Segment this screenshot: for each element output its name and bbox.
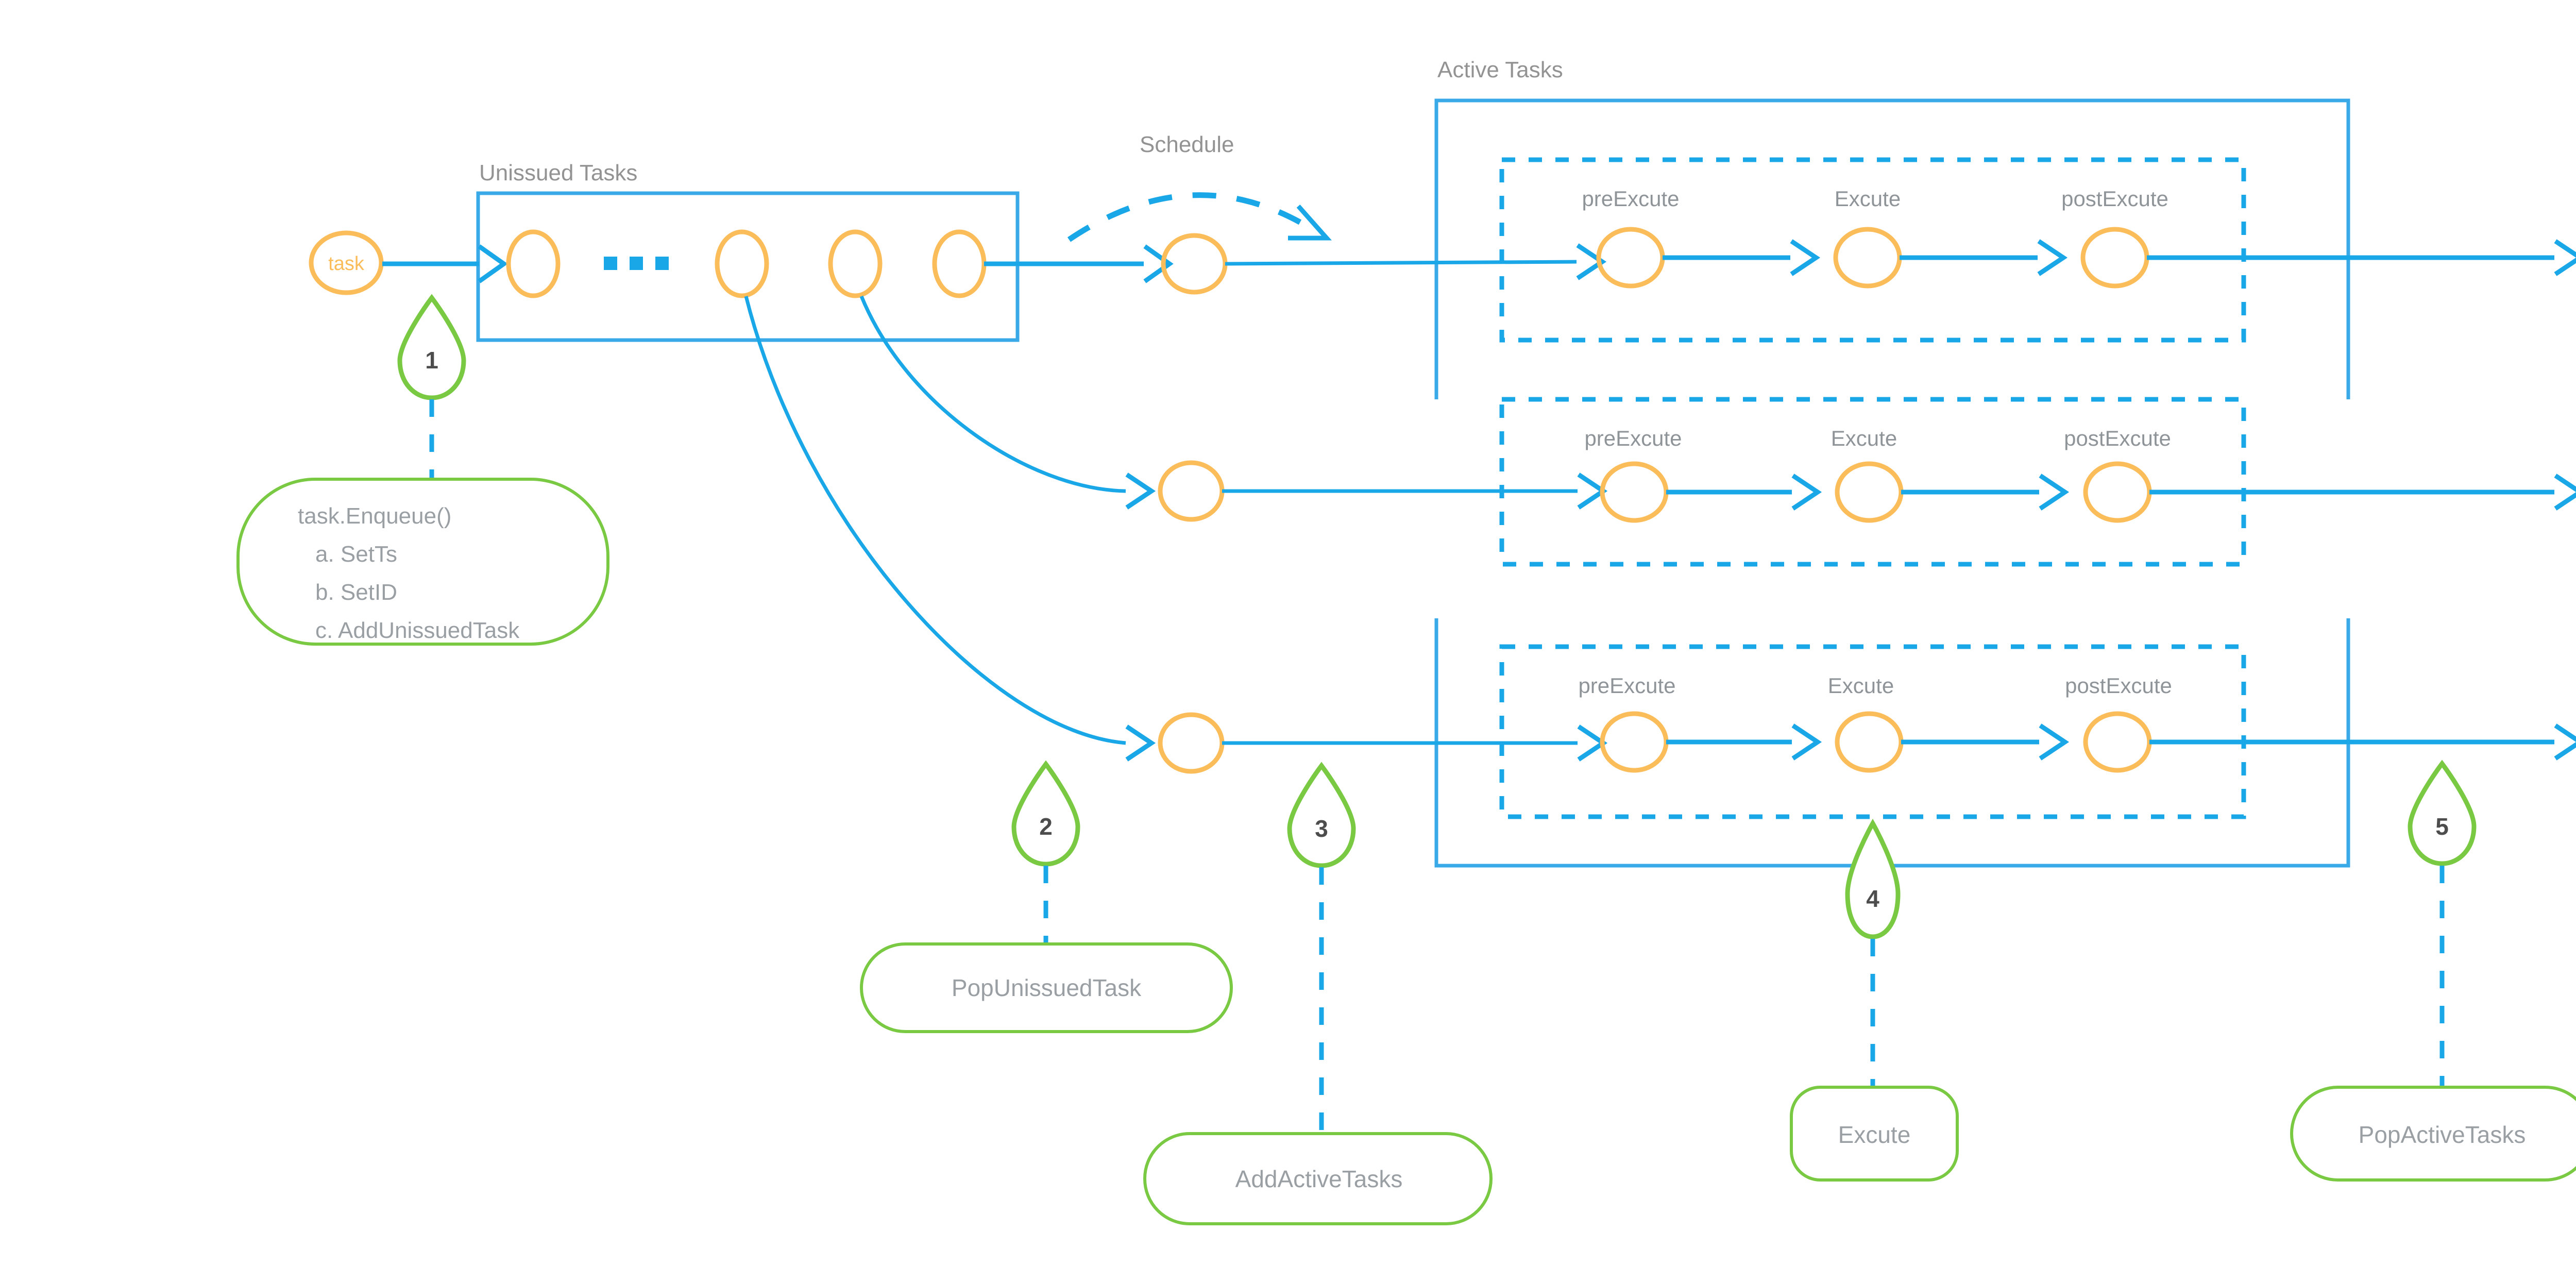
callout-box-excute[interactable] <box>1790 1086 1959 1182</box>
marker-3-number: 3 <box>1315 815 1328 842</box>
unissued-task-node[interactable] <box>828 229 883 298</box>
callout-enqueue-line-1: a. SetTs <box>315 542 397 567</box>
stage-label-exec-row1: Excute <box>1835 187 1901 211</box>
active-task-dashbox-row2 <box>1499 397 2246 567</box>
unissued-task-node[interactable] <box>506 229 561 298</box>
stage-label-exec-row3: Excute <box>1828 673 1894 698</box>
marker-1-number: 1 <box>425 347 438 374</box>
marker-2-droplet[interactable] <box>1011 760 1080 867</box>
callout-box-add-active[interactable] <box>1143 1132 1493 1225</box>
callout-enqueue-line-0: task.Enqueue() <box>298 503 451 529</box>
schedule-arc-arrow <box>1067 192 1332 242</box>
stage-node-exec-row2[interactable] <box>1835 461 1904 523</box>
unissued-task-nodes <box>506 229 987 298</box>
stage-label-pre-row2: preExcute <box>1584 426 1682 450</box>
callout-excute-group: 4 Excute <box>1790 818 1959 1182</box>
marker-1-droplet[interactable] <box>397 294 466 400</box>
active-tasks-bracket <box>1434 98 2350 868</box>
stage-node-exec-row3[interactable] <box>1835 711 1904 773</box>
marker-4-number: 4 <box>1866 885 1879 912</box>
flow-queue-to-schedule <box>984 244 1174 283</box>
active-task-dashbox-row1 <box>1499 157 2246 343</box>
marker-5-number: 5 <box>2435 813 2449 840</box>
marker-2-number: 2 <box>1039 813 1053 840</box>
callout-pop-active-label: PopActiveTasks <box>2359 1121 2526 1148</box>
dots-icon <box>604 257 669 270</box>
active-task-dashbox-row3 <box>1499 644 2246 819</box>
stage-node-pre-row3[interactable] <box>1600 711 1669 773</box>
stage-label-post-row2: postExcute <box>2064 426 2171 450</box>
source-task-label: task <box>328 253 365 275</box>
callout-pop-unissued-group: 2 PopUnissuedTask <box>860 760 1233 1033</box>
stage-label-exec-row2: Excute <box>1831 426 1897 450</box>
pipeline-row-3: preExcute Excute postExcute <box>744 296 2576 819</box>
stage-node-post-row1[interactable] <box>2080 227 2149 289</box>
stage-node-post-row3[interactable] <box>2083 711 2152 773</box>
callout-enqueue-line-2: b. SetID <box>315 580 397 605</box>
unissued-task-node[interactable] <box>932 229 987 298</box>
stage-node-pre-row2[interactable] <box>1600 461 1669 523</box>
stage-label-pre-row3: preExcute <box>1578 673 1675 698</box>
scheduled-node-row3[interactable] <box>1158 712 1225 774</box>
stage-node-exec-row1[interactable] <box>1833 227 1902 289</box>
stage-label-post-row3: postExcute <box>2065 673 2172 698</box>
stage-label-post-row1: postExcute <box>2061 187 2168 211</box>
unissued-task-node[interactable] <box>715 229 769 298</box>
pipeline-row-2: preExcute Excute postExcute <box>859 295 2576 567</box>
marker-5-droplet[interactable] <box>2408 760 2477 866</box>
callout-enqueue-group: 1 task.Enqueue() a. SetTs b. SetID c. Ad… <box>236 294 609 646</box>
callout-add-active-label: AddActiveTasks <box>1235 1166 1403 1192</box>
marker-3-droplet[interactable] <box>1287 762 1356 868</box>
callout-pop-unissued-label: PopUnissuedTask <box>952 974 1142 1001</box>
source-task-node[interactable]: task <box>309 230 384 295</box>
active-tasks-title: Active Tasks <box>1437 57 1563 82</box>
marker-4-droplet[interactable] <box>1845 818 1901 939</box>
flow-task-to-queue <box>382 244 508 283</box>
callout-enqueue-line-3: c. AddUnissuedTask <box>315 618 520 643</box>
callout-add-active-group: 3 AddActiveTasks <box>1143 762 1493 1225</box>
pipeline-row-1: preExcute Excute postExcute <box>1161 157 2576 343</box>
schedule-label: Schedule <box>1140 132 1234 157</box>
scheduled-node-row2[interactable] <box>1158 460 1225 522</box>
callout-pop-active-group: 5 PopActiveTasks <box>2290 760 2576 1182</box>
unissued-tasks-title: Unissued Tasks <box>479 160 637 185</box>
stage-label-pre-row1: preExcute <box>1582 187 1679 211</box>
callout-box-pop-active[interactable] <box>2290 1086 2576 1182</box>
stage-node-post-row2[interactable] <box>2083 461 2152 523</box>
callout-box-pop-unissued[interactable] <box>860 942 1233 1033</box>
stage-node-pre-row1[interactable] <box>1596 227 1665 289</box>
callout-excute-label: Excute <box>1838 1121 1911 1148</box>
callout-box-enqueue[interactable] <box>236 478 609 646</box>
